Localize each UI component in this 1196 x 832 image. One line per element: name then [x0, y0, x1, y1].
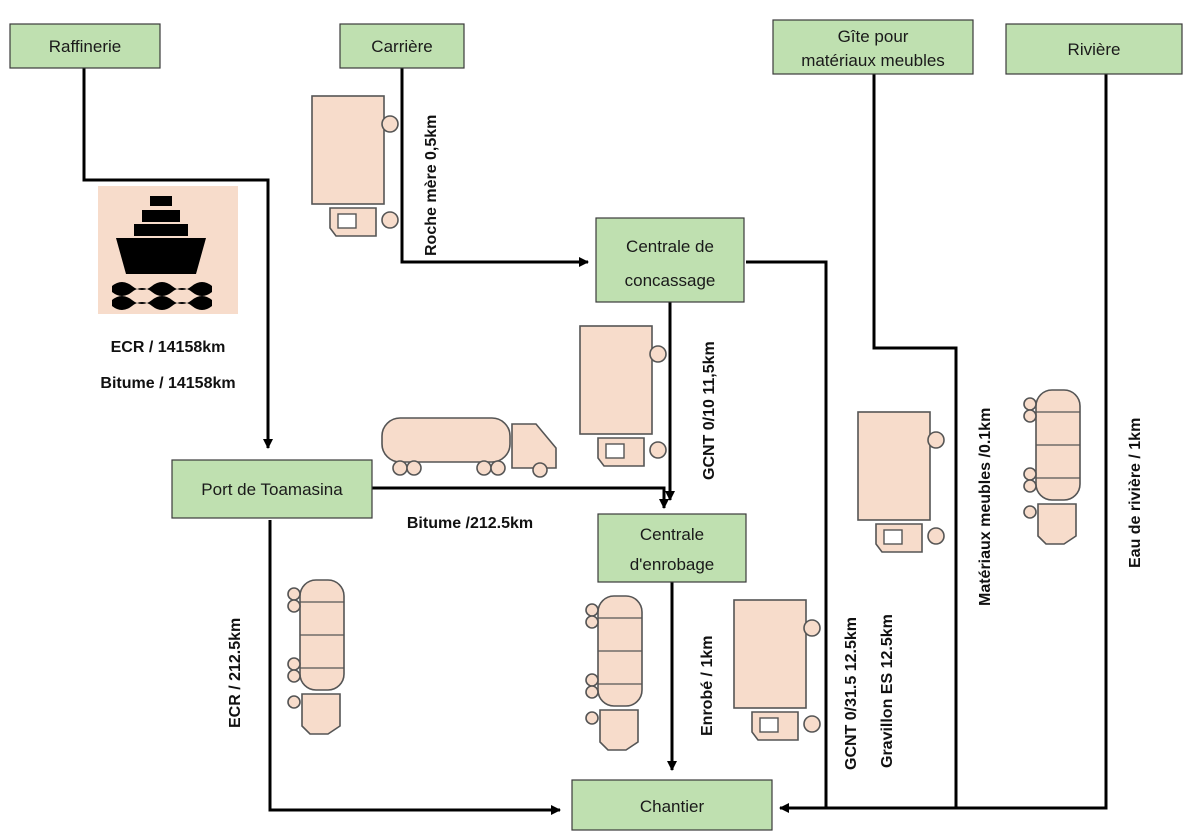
svg-text:Rivière: Rivière — [1068, 40, 1121, 59]
tanker-truck-icon — [1024, 390, 1080, 544]
svg-text:Chantier: Chantier — [640, 797, 705, 816]
edge-label-ecr-road: ECR / 212.5km — [227, 618, 244, 728]
node-raffinerie[interactable]: Raffinerie — [10, 24, 160, 68]
node-concassage[interactable]: Centrale de concassage — [596, 218, 744, 302]
edge-label-gcnt-010: GCNT 0/10 11,5km — [701, 341, 718, 480]
node-riviere[interactable]: Rivière — [1006, 24, 1182, 74]
node-enrobage[interactable]: Centrale d'enrobage — [598, 514, 746, 582]
svg-text:Carrière: Carrière — [371, 37, 432, 56]
svg-text:Raffinerie: Raffinerie — [49, 37, 121, 56]
edge-label-bitume-sea: Bitume / 14158km — [100, 375, 235, 392]
edge-label-gcnt-0315: GCNT 0/31.5 12.5km — [843, 617, 860, 770]
svg-text:concassage: concassage — [625, 271, 716, 290]
edge-label-gravillon: Gravillon ES 12.5km — [879, 614, 896, 768]
node-port[interactable]: Port de Toamasina — [172, 460, 372, 518]
svg-text:Centrale de: Centrale de — [626, 237, 714, 256]
box-truck-icon — [312, 96, 398, 236]
node-carriere[interactable]: Carrière — [340, 24, 464, 68]
svg-text:matériaux meubles: matériaux meubles — [801, 51, 945, 70]
edge-port-enrobage — [370, 488, 664, 508]
svg-text:Gîte pour: Gîte pour — [838, 27, 909, 46]
edge-label-materiaux: Matériaux meubles /0.1km — [977, 408, 994, 606]
box-truck-icon — [858, 412, 944, 552]
box-truck-icon — [734, 600, 820, 740]
node-gite[interactable]: Gîte pour matériaux meubles — [773, 20, 973, 74]
box-truck-icon — [580, 326, 666, 466]
svg-text:Centrale: Centrale — [640, 525, 704, 544]
edge-label-eau: Eau de rivière / 1km — [1127, 418, 1144, 568]
node-chantier[interactable]: Chantier — [572, 780, 772, 830]
svg-text:d'enrobage: d'enrobage — [630, 555, 715, 574]
edge-label-enrobe: Enrobé / 1km — [699, 636, 716, 736]
tanker-truck-icon — [382, 418, 556, 477]
edge-label-roche: Roche mère 0,5km — [423, 115, 440, 256]
svg-text:Port de Toamasina: Port de Toamasina — [201, 480, 343, 499]
tanker-truck-icon — [586, 596, 642, 750]
ship-icon — [98, 186, 238, 314]
tanker-truck-icon — [288, 580, 344, 734]
edge-label-ecr-sea: ECR / 14158km — [111, 339, 226, 356]
edge-label-bitume-road: Bitume /212.5km — [407, 515, 533, 532]
